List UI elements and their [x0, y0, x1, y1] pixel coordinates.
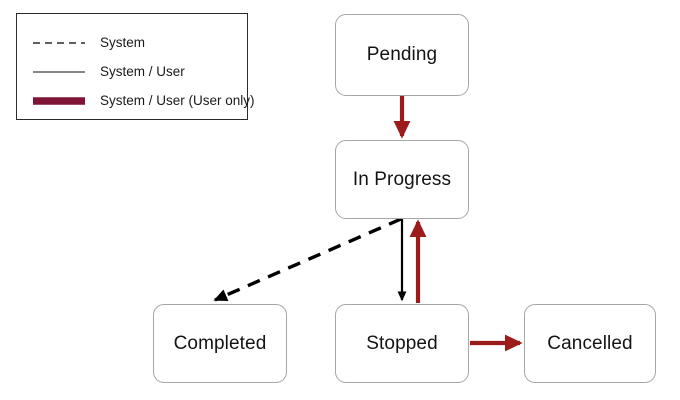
solid-thick-line-icon — [33, 96, 85, 106]
legend-item-label: System — [100, 35, 146, 50]
solid-thin-line-icon — [33, 67, 85, 77]
legend-item-label: System / User (User only) — [100, 93, 255, 108]
state-node-pending[interactable]: Pending — [335, 14, 469, 96]
state-node-stopped[interactable]: Stopped — [335, 304, 469, 383]
transition-legend: System System / User System / User (User… — [16, 13, 255, 120]
legend-item-system-user: System / User — [17, 57, 247, 86]
legend-item-system: System — [17, 28, 247, 57]
legend-item-system-user-user-only: System / User (User only) — [17, 86, 255, 115]
state-node-in-progress[interactable]: In Progress — [335, 140, 469, 219]
dashed-line-icon — [33, 38, 85, 48]
edge-inprogress-to-completed — [213, 217, 402, 302]
state-node-cancelled[interactable]: Cancelled — [524, 304, 656, 383]
state-node-completed[interactable]: Completed — [153, 304, 287, 383]
legend-item-label: System / User — [100, 64, 185, 79]
